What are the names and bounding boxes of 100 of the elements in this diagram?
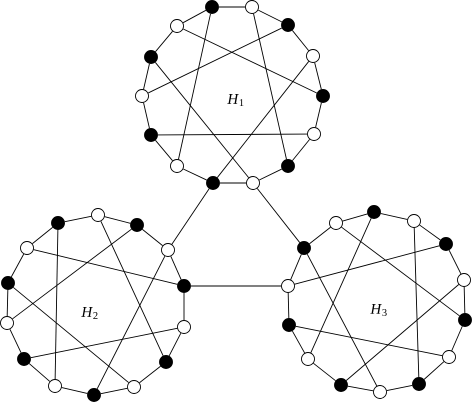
vertex bbox=[329, 216, 343, 230]
vertex bbox=[458, 313, 472, 327]
graph-edge bbox=[451, 326, 463, 352]
graph-edge bbox=[143, 63, 150, 90]
graph-label: H$_{1}$ bbox=[227, 94, 244, 106]
vertex bbox=[159, 355, 173, 369]
vertex bbox=[407, 214, 421, 228]
graph-edge bbox=[154, 62, 250, 178]
vertex bbox=[161, 243, 175, 257]
graph-edge bbox=[30, 328, 178, 358]
vertex bbox=[297, 241, 311, 255]
vertex bbox=[20, 241, 34, 255]
graph-edge bbox=[341, 226, 460, 316]
vertex bbox=[17, 352, 31, 366]
graph-edge bbox=[100, 220, 164, 356]
graph-edge bbox=[306, 254, 378, 386]
vertex bbox=[301, 352, 315, 366]
graph-edge bbox=[346, 284, 460, 381]
graph-edge bbox=[182, 168, 208, 180]
vertex bbox=[177, 320, 191, 334]
vertex bbox=[245, 0, 259, 14]
vertex bbox=[144, 128, 158, 142]
vertex bbox=[334, 378, 348, 392]
graph-edge bbox=[424, 361, 444, 380]
graph-edge bbox=[314, 62, 322, 90]
graph-edge bbox=[182, 28, 318, 94]
graph-edge bbox=[448, 250, 462, 274]
graph-edge bbox=[419, 224, 441, 240]
vertex bbox=[439, 237, 453, 251]
vertex bbox=[135, 89, 149, 103]
graph-edge bbox=[253, 13, 287, 160]
vertex bbox=[0, 316, 14, 330]
vertex bbox=[367, 205, 381, 219]
vertex bbox=[91, 208, 105, 222]
graph-edge bbox=[386, 384, 413, 392]
graph-edge bbox=[178, 13, 211, 160]
graph-edge bbox=[288, 292, 290, 318]
graph-edge bbox=[313, 362, 336, 382]
graph-edge bbox=[148, 28, 282, 94]
vertex bbox=[281, 18, 295, 32]
graph-edge bbox=[10, 328, 22, 354]
vertex bbox=[127, 380, 141, 394]
graph-edge bbox=[28, 363, 50, 382]
graph-edge bbox=[309, 226, 331, 244]
graph-edge bbox=[182, 10, 206, 24]
vertex bbox=[130, 218, 144, 232]
graph-edge bbox=[170, 256, 182, 280]
graph-edge bbox=[96, 256, 166, 390]
graph-edge bbox=[342, 214, 368, 222]
vertex bbox=[442, 350, 456, 364]
graph-edge bbox=[143, 102, 150, 129]
vertex bbox=[281, 279, 295, 293]
graph-edge bbox=[347, 386, 374, 392]
graph-edge bbox=[61, 387, 88, 394]
graph-edge bbox=[380, 213, 408, 220]
graph-edge bbox=[464, 286, 466, 314]
graph-edge bbox=[168, 332, 182, 356]
graph-edge bbox=[32, 226, 54, 244]
graph-edge bbox=[414, 228, 420, 378]
graph-label: H$_{3}$ bbox=[370, 304, 387, 316]
graph-edge bbox=[290, 254, 302, 280]
vertex bbox=[306, 49, 320, 63]
graph-edge bbox=[218, 6, 246, 8]
vertex bbox=[51, 216, 65, 230]
graph-edge bbox=[100, 388, 128, 394]
vertex bbox=[316, 89, 330, 103]
graph-edge bbox=[292, 30, 310, 52]
graph-edge bbox=[104, 216, 131, 224]
vertex bbox=[177, 279, 191, 293]
vertex bbox=[1, 276, 15, 290]
vertex bbox=[307, 127, 321, 141]
vertex bbox=[87, 388, 101, 402]
graph-edge bbox=[6, 290, 8, 316]
graph-edge bbox=[258, 168, 282, 180]
vertex bbox=[246, 176, 260, 190]
graph-edge bbox=[171, 188, 210, 245]
graph-edge bbox=[139, 366, 161, 384]
graph-edge bbox=[155, 140, 173, 162]
graph-edge bbox=[216, 61, 310, 178]
vertex bbox=[282, 318, 296, 332]
vertex bbox=[48, 379, 62, 393]
vertex bbox=[281, 159, 295, 173]
vertex bbox=[205, 0, 219, 14]
graph-edge bbox=[64, 216, 92, 222]
graph-edge bbox=[54, 230, 58, 380]
graph-edge bbox=[310, 218, 372, 354]
vertex bbox=[457, 273, 471, 287]
graph-edge bbox=[220, 182, 246, 184]
vertex bbox=[170, 19, 184, 33]
vertex bbox=[206, 176, 220, 190]
graph-edge bbox=[12, 286, 130, 384]
vertex bbox=[144, 50, 158, 64]
graph-edge bbox=[292, 138, 310, 162]
vertex bbox=[170, 159, 184, 173]
graph-edge bbox=[258, 10, 282, 22]
graph-edge bbox=[295, 326, 443, 356]
graph-edge bbox=[294, 245, 440, 285]
graph-edge bbox=[10, 254, 24, 278]
graph-edge bbox=[33, 249, 178, 285]
vertex bbox=[412, 377, 426, 391]
